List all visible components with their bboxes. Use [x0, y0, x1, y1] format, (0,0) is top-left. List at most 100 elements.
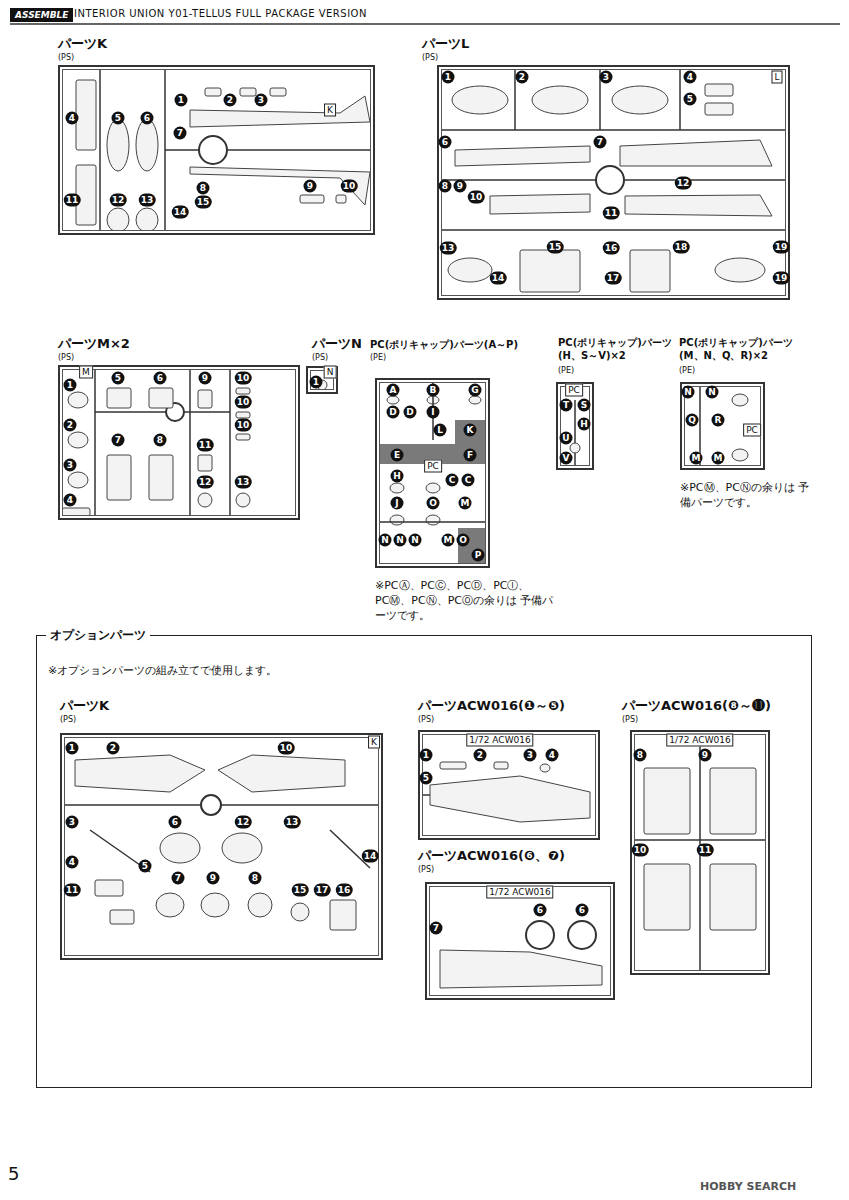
sprue-part-outline [205, 88, 221, 96]
callout-number: 8 [249, 872, 262, 885]
callout-number: U [560, 432, 573, 445]
part-heading: パーツK [58, 36, 107, 52]
sprue-part-outline [390, 515, 404, 525]
sprue-part-outline [440, 950, 602, 988]
sprue-part-outline [426, 483, 440, 493]
callout-number: 11 [197, 439, 214, 452]
sprue-part-outline [95, 880, 123, 896]
part-heading: PC(ポリキャップ)パーツ(A～P) [370, 338, 552, 351]
callout-number: 7 [172, 872, 185, 885]
callout-number: A [387, 384, 400, 397]
sprue-part-outline [455, 146, 590, 166]
sprue-part-outline [624, 180, 790, 181]
callout-number: 10 [235, 372, 252, 385]
callout-number: D [387, 406, 400, 419]
callout-number: 4 [66, 112, 79, 125]
sprue-part-outline [136, 208, 158, 232]
callout-number: 10 [278, 742, 295, 755]
callout-number: 6 [154, 372, 167, 385]
sprue-part-outline [575, 400, 576, 470]
part-heading: パーツN [312, 336, 362, 352]
sprue-frame [58, 65, 375, 235]
sprue-part-outline [630, 840, 770, 841]
section-tab: オプションパーツ [46, 627, 150, 643]
callout-number: M [442, 534, 455, 547]
sprue-panel: パーツACW016(❶～❺)(PS)1/72 ACW01612345 [416, 696, 612, 844]
sprue-part-outline [68, 472, 88, 488]
sprue-part-outline [95, 412, 230, 413]
callout-number: 11 [603, 207, 620, 220]
sprue-part-outline [107, 208, 129, 232]
sprue-part-outline [612, 86, 668, 114]
sprue-part-outline [705, 103, 733, 115]
callout-number: 12 [110, 194, 127, 207]
callout-number: 10 [468, 191, 485, 204]
part-heading: パーツK [60, 698, 109, 714]
material-code: (PS) [622, 715, 638, 725]
page-number: 5 [8, 1163, 19, 1185]
sprue-part-outline [68, 392, 88, 408]
callout-number: 9 [304, 180, 317, 193]
sprue-part-outline [107, 455, 131, 500]
sprue-panel: パーツACW016(❽～⓫)(PS)1/72 ACW016891011 [620, 696, 790, 979]
sprue-part-outline [68, 432, 88, 448]
sprue-part-outline [236, 434, 250, 440]
sprue-part-outline [190, 365, 191, 520]
callout-number: K [464, 424, 477, 437]
sprue-tag: 1/72 ACW016 [466, 734, 533, 747]
callout-number: 1 [310, 376, 323, 389]
callout-number: D [404, 406, 417, 419]
callout-number: 11 [64, 194, 81, 207]
sprue-part-outline [248, 893, 272, 917]
callout-number: 7 [594, 136, 607, 149]
sprue-part-outline [236, 388, 250, 394]
sprue-part-outline [222, 833, 262, 863]
sprue-part-outline [494, 762, 508, 769]
sprue-part-outline [136, 119, 158, 171]
callout-number: N [409, 534, 422, 547]
callout-number: 3 [600, 71, 613, 84]
sprue-part-outline [330, 830, 370, 868]
note-text: ※オプションパーツの組み立てで使用します。 [48, 664, 277, 678]
callout-number: 3 [255, 94, 268, 107]
callout-number: 10 [341, 180, 358, 193]
sprue-tag: 1/72 ACW016 [486, 886, 553, 899]
sprue-part-outline [732, 394, 748, 406]
sprue-part-outline [240, 88, 256, 96]
note-text: ※PCⒶ、PCⒸ、PCⒹ、PCⒾ、 PCⓂ、PCⓃ、PCⓄの余りは 予備パーツで… [375, 578, 557, 623]
sprue-tag: PC [424, 460, 442, 473]
part-heading: パーツACW016(❻、❼) [418, 848, 565, 864]
sprue-panel: パーツACW016(❻、❼)(PS)1/72 ACW016667 [416, 846, 618, 1004]
sprue-part-outline [149, 455, 173, 500]
callout-number: 15 [195, 196, 212, 209]
sprue-frame [425, 882, 615, 1000]
sprue-part-outline [75, 755, 205, 792]
sprue-part-outline [532, 86, 588, 114]
callout-number: R [712, 414, 725, 427]
sprue-part-outline [437, 130, 790, 131]
callout-number: 2 [64, 419, 77, 432]
sprue-panel: PC(ポリキャップ)パーツ (H、S～V)×2(PE)PCTSHUV [554, 334, 675, 474]
sprue-part-outline [596, 166, 624, 194]
callout-number: M [459, 497, 472, 510]
callout-number: N [394, 534, 407, 547]
callout-number: L [434, 424, 447, 437]
sprue-part-outline [705, 84, 733, 96]
sprue-part-outline [710, 768, 756, 834]
sprue-part-outline [375, 522, 490, 523]
material-code: (PE) [558, 366, 574, 376]
callout-number: 9 [199, 372, 212, 385]
sprue-part-outline [732, 449, 748, 461]
material-code: (PS) [312, 353, 328, 363]
watermark: HOBBY SEARCH [700, 1180, 796, 1194]
callout-number: 1 [420, 749, 433, 762]
sprue-part-outline [270, 88, 286, 96]
callout-number: 3 [64, 459, 77, 472]
material-code: (PE) [679, 366, 695, 376]
part-heading: PC(ポリキャップ)パーツ (M、N、Q、R)×2 [679, 336, 804, 362]
callout-number: 6 [169, 816, 182, 829]
sprue-part-outline [330, 900, 356, 930]
callout-number: 14 [362, 850, 379, 863]
callout-number: I [427, 406, 440, 419]
sprue-part-outline [452, 86, 508, 114]
